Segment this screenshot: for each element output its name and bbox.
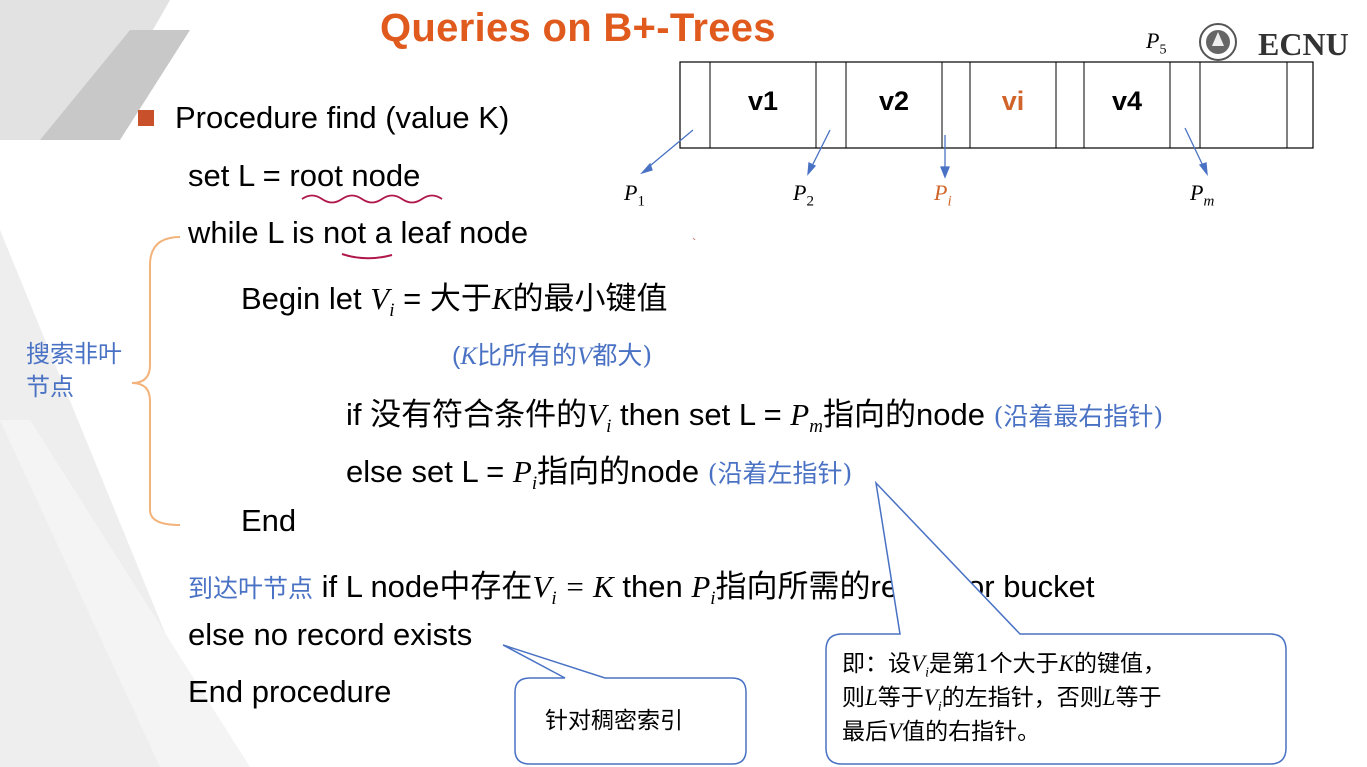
procedure-header: Procedure find (value K) — [175, 100, 510, 135]
side-label-search-nonleaf: 搜索非叶节点 — [26, 340, 122, 401]
callout-dense-index: 针对稠密索引 — [545, 708, 683, 734]
procedure-line-no-record: else no record exists — [188, 617, 473, 652]
node-key-vi: vi — [1001, 85, 1025, 116]
note-k-largest: (K比所有的V都大) — [452, 341, 653, 370]
slide-title: Queries on B+-Trees — [380, 6, 776, 50]
bplus-node-diagram — [639, 61, 1314, 240]
procedure-line-set-root: set L = root node — [188, 158, 421, 193]
not-underline — [341, 253, 393, 260]
callout-explanation-line3: 最后V值的右指针。 — [842, 719, 1041, 745]
procedure-line-begin: Begin let Vi = 大于K的最小键值 — [241, 281, 668, 322]
pointer-label-p5: P5 — [1146, 28, 1167, 58]
node-key-v2: v2 — [878, 85, 910, 116]
procedure-line-else-set: else set L = Pi指向的node (沿着左指针) — [346, 454, 853, 495]
pointer-label-pi: Pi — [934, 180, 952, 210]
procedure-line-end: End — [241, 503, 297, 538]
node-key-v4: v4 — [1111, 85, 1143, 116]
pointer-label-pm: Pm — [1190, 180, 1215, 210]
side-brace — [131, 236, 181, 526]
pointer-label-p1: P1 — [624, 180, 645, 210]
university-seal-icon — [1199, 23, 1237, 61]
pointer-label-p2: P2 — [793, 180, 814, 210]
ecnu-logo-text: ECNU — [1258, 26, 1349, 62]
callout-explanation-line1: 即：设Vi是第1个大于K的键值， — [842, 651, 1166, 681]
node-key-v1: v1 — [747, 85, 779, 116]
bullet-marker — [138, 110, 154, 126]
wavy-underline — [301, 194, 443, 204]
procedure-line-if: if 没有符合条件的Vi then set L = Pm指向的node (沿着最… — [346, 397, 1164, 438]
procedure-line-end-procedure: End procedure — [188, 674, 392, 709]
callout-explanation-line2: 则L等于Vi的左指针，否则L等于 — [842, 685, 1162, 715]
procedure-line-while: while L is not a leaf node — [188, 215, 529, 250]
